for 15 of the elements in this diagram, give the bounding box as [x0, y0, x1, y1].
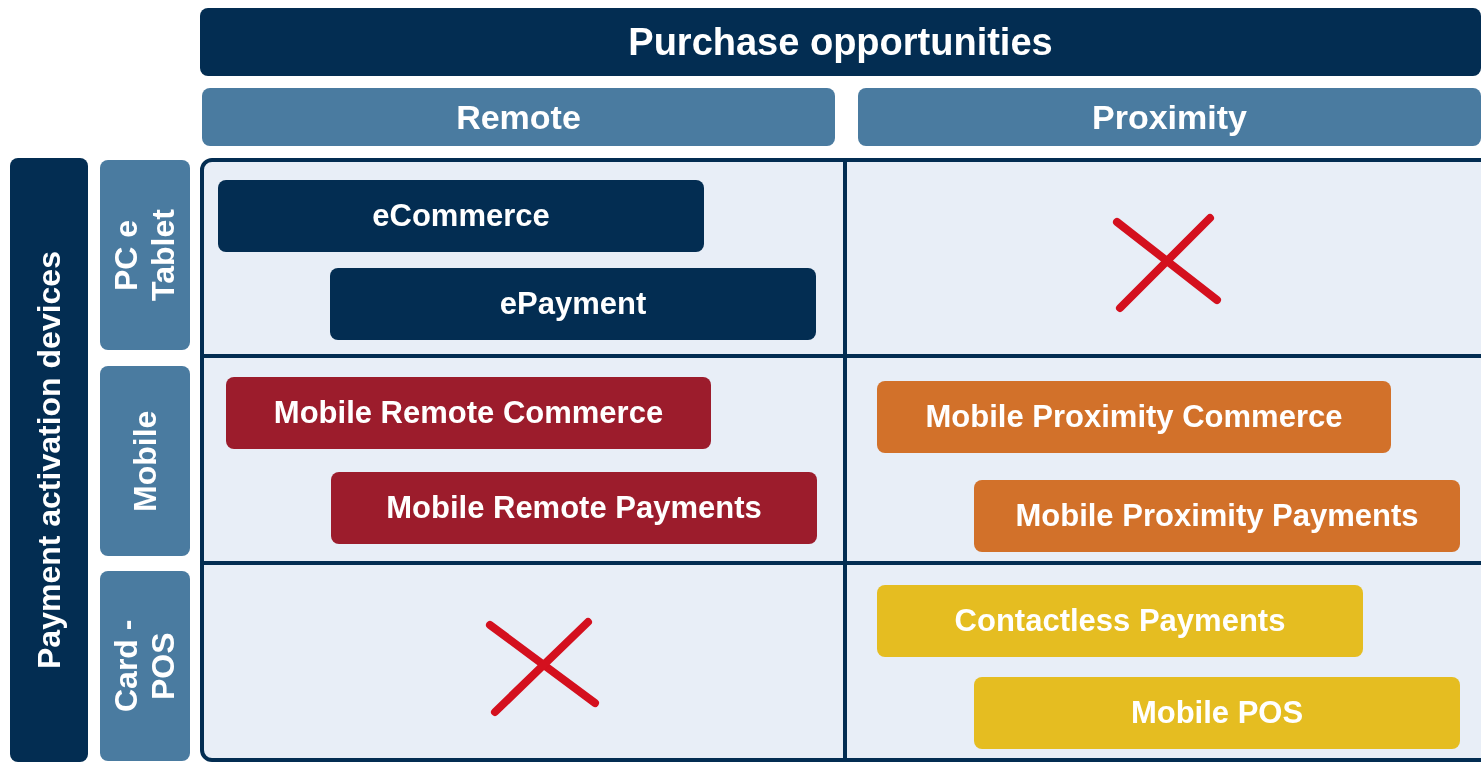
category-box: Mobile Proximity Payments [974, 480, 1460, 552]
category-box: Contactless Payments [877, 585, 1363, 657]
category-box: Mobile Proximity Commerce [877, 381, 1391, 453]
column-header: Remote [202, 88, 835, 146]
category-box: eCommerce [218, 180, 704, 252]
category-box: Mobile POS [974, 677, 1460, 749]
category-box: Mobile Remote Commerce [226, 377, 711, 449]
category-box: ePayment [330, 268, 816, 340]
matrix-title-band: Purchase opportunities [200, 8, 1481, 76]
row-group-header: Payment activation devices [10, 158, 88, 762]
row-header: Mobile [100, 366, 190, 556]
column-header: Proximity [858, 88, 1481, 146]
row-header: Card - POS [100, 571, 190, 761]
category-box: Mobile Remote Payments [331, 472, 817, 544]
row-header: PC e Tablet [100, 160, 190, 350]
